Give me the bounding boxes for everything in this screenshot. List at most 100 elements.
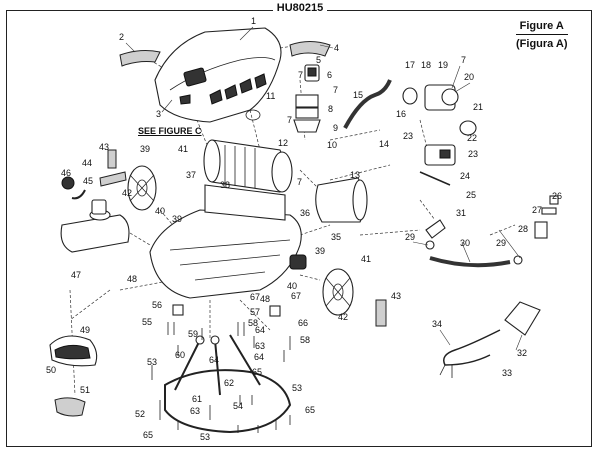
part-label: 3 bbox=[156, 109, 161, 119]
part-label: 53 bbox=[292, 383, 302, 393]
part-label: 60 bbox=[175, 350, 185, 360]
part-label: 7 bbox=[298, 70, 303, 80]
unloader-valve bbox=[402, 84, 477, 166]
part-label: 46 bbox=[61, 168, 71, 178]
part-label: 23 bbox=[403, 131, 413, 141]
part-label: 53 bbox=[200, 432, 210, 442]
see-figure-note: SEE FIGURE C bbox=[138, 126, 202, 136]
motor-pump-assembly bbox=[203, 139, 293, 193]
part-label: 22 bbox=[467, 133, 477, 143]
part-label: 41 bbox=[361, 254, 371, 264]
part-label: 2 bbox=[119, 32, 124, 42]
part-label: 54 bbox=[233, 401, 243, 411]
part-label: 57 bbox=[250, 307, 260, 317]
part-label: 31 bbox=[456, 208, 466, 218]
base-chassis bbox=[149, 184, 307, 299]
part-label: 33 bbox=[502, 368, 512, 378]
part-label: 34 bbox=[432, 319, 442, 329]
part-label: 49 bbox=[80, 325, 90, 335]
part-label: 39 bbox=[172, 214, 182, 224]
part-label: 16 bbox=[396, 109, 406, 119]
part-label: 67 bbox=[250, 292, 260, 302]
part-label: 17 bbox=[405, 60, 415, 70]
hose-fittings bbox=[425, 195, 559, 268]
part-label: 42 bbox=[338, 312, 348, 322]
cap bbox=[61, 176, 75, 190]
part-label: 35 bbox=[331, 232, 341, 242]
part-label: 40 bbox=[287, 281, 297, 291]
part-label: 7 bbox=[461, 55, 466, 65]
inlet-hose bbox=[343, 79, 392, 129]
part-label: 8 bbox=[328, 104, 333, 114]
part-label: 64 bbox=[209, 355, 219, 365]
part-label: 36 bbox=[300, 208, 310, 218]
part-label: 5 bbox=[316, 55, 321, 65]
part-label: 52 bbox=[135, 409, 145, 419]
rod bbox=[419, 171, 451, 186]
part-label: 32 bbox=[517, 348, 527, 358]
part-label: 11 bbox=[266, 91, 275, 101]
handle-foot bbox=[54, 397, 86, 417]
left-trim-panel bbox=[119, 50, 161, 67]
part-label: 43 bbox=[99, 142, 109, 152]
part-label: 30 bbox=[460, 238, 470, 248]
part-label: 19 bbox=[438, 60, 448, 70]
part-label: 61 bbox=[192, 394, 202, 404]
part-label: 25 bbox=[466, 190, 476, 200]
part-label: 9 bbox=[333, 123, 338, 133]
part-label: 14 bbox=[379, 139, 389, 149]
part-label: 43 bbox=[391, 291, 401, 301]
strip bbox=[375, 299, 387, 327]
part-label: 10 bbox=[327, 140, 337, 150]
part-label: 6 bbox=[327, 70, 332, 80]
part-label: 39 bbox=[140, 144, 150, 154]
part-label: 21 bbox=[473, 102, 483, 112]
part-label: 20 bbox=[464, 72, 474, 82]
part-label: 63 bbox=[190, 406, 200, 416]
part-label: 39 bbox=[315, 246, 325, 256]
part-label: 64 bbox=[255, 325, 265, 335]
clip bbox=[99, 171, 127, 187]
part-label: 55 bbox=[142, 317, 152, 327]
part-label: 63 bbox=[255, 341, 265, 351]
detergent-tank bbox=[60, 199, 130, 253]
wheel-left bbox=[127, 165, 157, 211]
wheel-right bbox=[322, 268, 354, 316]
part-label: 53 bbox=[147, 357, 157, 367]
part-label: 15 bbox=[353, 90, 363, 100]
hood-cover bbox=[154, 27, 282, 123]
figure-title-rule bbox=[516, 34, 568, 35]
leader-lines bbox=[125, 26, 523, 351]
part-label: 41 bbox=[178, 144, 188, 154]
part-labels: 1 2 3 4 5 6 7 7 7 7 7 8 9 10 11 12 13 14… bbox=[46, 16, 562, 442]
part-label: 13 bbox=[350, 170, 360, 180]
part-label: 50 bbox=[46, 365, 56, 375]
part-label: 56 bbox=[152, 300, 162, 310]
o-ring bbox=[245, 109, 261, 121]
part-label: 48 bbox=[260, 294, 270, 304]
tube bbox=[71, 189, 86, 200]
fastener-set bbox=[151, 304, 291, 433]
part-label: 24 bbox=[460, 171, 470, 181]
power-cord-assembly bbox=[439, 301, 541, 378]
part-label: 7 bbox=[297, 177, 302, 187]
part-label: 28 bbox=[518, 224, 528, 234]
part-label: 27 bbox=[532, 205, 542, 215]
part-label: 23 bbox=[468, 149, 478, 159]
part-label: 37 bbox=[186, 170, 196, 180]
model-number: HU80215 bbox=[0, 2, 600, 14]
part-label: 47 bbox=[71, 270, 81, 280]
part-label: 51 bbox=[80, 385, 90, 395]
part-label: 65 bbox=[143, 430, 153, 440]
right-trim-panel bbox=[289, 41, 331, 57]
part-label: 58 bbox=[248, 318, 258, 328]
part-label: 65 bbox=[252, 367, 262, 377]
part-label: 66 bbox=[298, 318, 308, 328]
bracket bbox=[107, 149, 117, 169]
part-label: 26 bbox=[552, 191, 562, 201]
part-label: 4 bbox=[334, 43, 339, 53]
part-label: 42 bbox=[122, 188, 132, 198]
outlet-fitting-end bbox=[352, 179, 368, 221]
part-label: 58 bbox=[300, 335, 310, 345]
